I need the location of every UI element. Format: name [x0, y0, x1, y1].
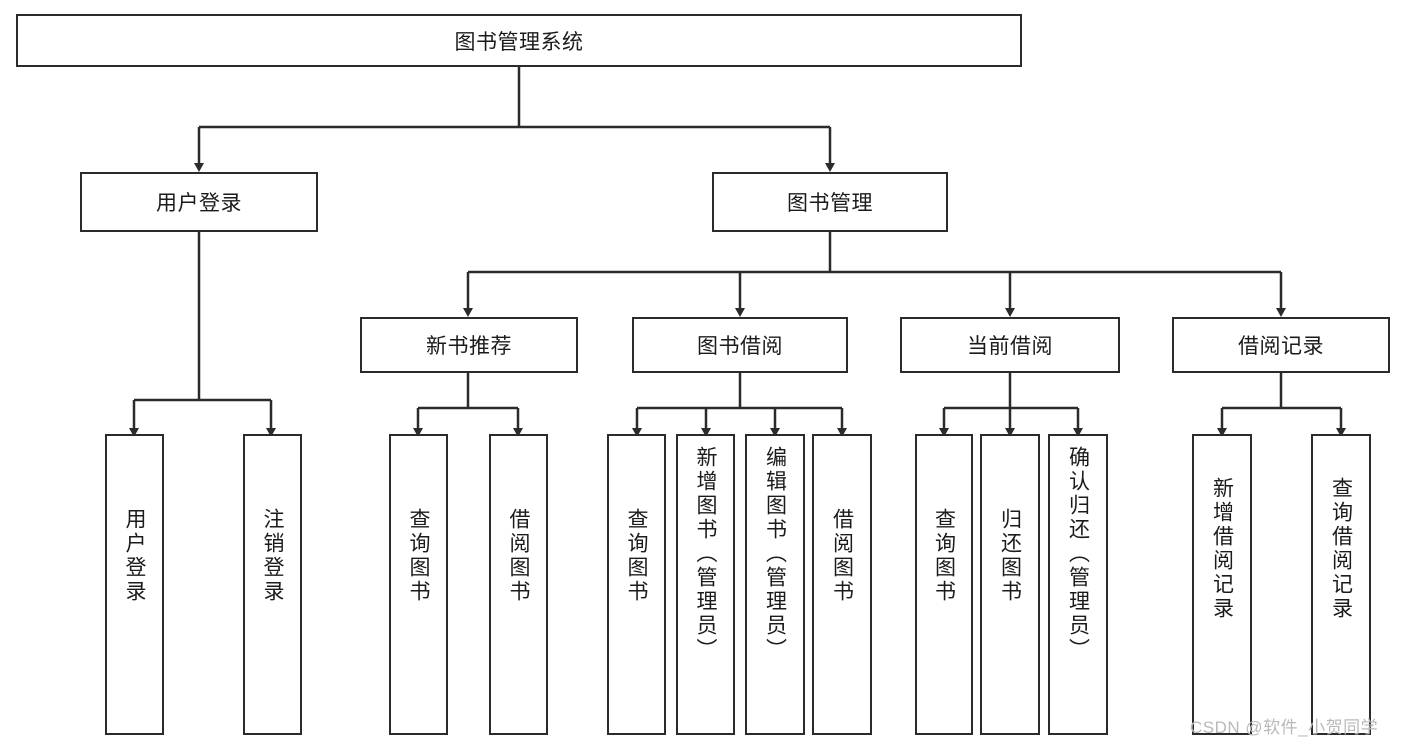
leaf-label: 新增借阅记录 [1210, 477, 1234, 621]
leaf-book-borrow-edit[interactable]: 编辑图书（管理员） [745, 434, 805, 735]
node-root[interactable]: 图书管理系统 [16, 14, 1022, 67]
leaf-current-borrow-confirm[interactable]: 确认归还（管理员） [1048, 434, 1108, 735]
leaf-label: 借阅图书 [507, 508, 530, 604]
leaf-book-borrow-add[interactable]: 新增图书（管理员） [676, 434, 735, 735]
leaf-user-login-login[interactable]: 用户登录 [105, 434, 164, 735]
node-user-login-label: 用户登录 [156, 192, 242, 215]
node-new-book-recommend[interactable]: 新书推荐 [360, 317, 578, 373]
leaf-borrow-record-query[interactable]: 查询借阅记录 [1311, 434, 1371, 735]
watermark: CSDN @软件_小贺同学 [1190, 718, 1379, 737]
leaf-label: 归还图书 [998, 508, 1022, 604]
leaf-book-borrow-borrow[interactable]: 借阅图书 [812, 434, 872, 735]
leaf-label: 查询借阅记录 [1329, 477, 1353, 621]
node-book-borrow[interactable]: 图书借阅 [632, 317, 848, 373]
leaf-label: 借阅图书 [830, 508, 854, 604]
node-root-label: 图书管理系统 [454, 30, 584, 54]
leaf-current-borrow-return[interactable]: 归还图书 [980, 434, 1040, 735]
node-borrow-record[interactable]: 借阅记录 [1172, 317, 1390, 373]
leaf-label: 查询图书 [932, 508, 956, 604]
leaf-label: 新增图书（管理员） [694, 446, 717, 662]
leaf-new-book-query[interactable]: 查询图书 [389, 434, 448, 735]
node-new-book-recommend-label: 新书推荐 [426, 335, 512, 358]
node-book-manage-label: 图书管理 [787, 192, 873, 215]
node-book-borrow-label: 图书借阅 [697, 335, 783, 358]
leaf-label: 查询图书 [625, 508, 648, 604]
node-user-login[interactable]: 用户登录 [80, 172, 318, 232]
leaf-current-borrow-query[interactable]: 查询图书 [915, 434, 973, 735]
node-borrow-record-label: 借阅记录 [1238, 335, 1324, 358]
leaf-label: 查询图书 [407, 508, 430, 604]
leaf-label: 确认归还（管理员） [1066, 446, 1090, 662]
leaf-label: 注销登录 [261, 508, 284, 604]
leaf-borrow-record-add[interactable]: 新增借阅记录 [1192, 434, 1252, 735]
leaf-label: 用户登录 [123, 508, 146, 604]
leaf-new-book-borrow[interactable]: 借阅图书 [489, 434, 548, 735]
leaf-label: 编辑图书（管理员） [763, 446, 787, 662]
leaf-user-login-logout[interactable]: 注销登录 [243, 434, 302, 735]
node-book-manage[interactable]: 图书管理 [712, 172, 948, 232]
node-current-borrow[interactable]: 当前借阅 [900, 317, 1120, 373]
node-current-borrow-label: 当前借阅 [967, 335, 1053, 358]
leaf-book-borrow-query[interactable]: 查询图书 [607, 434, 666, 735]
